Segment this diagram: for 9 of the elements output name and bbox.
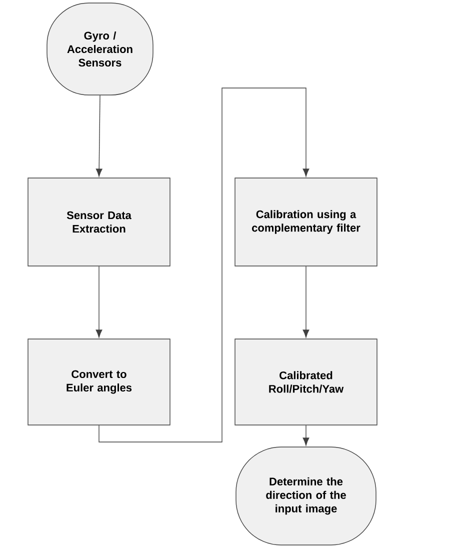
process-box: Sensor Data Extraction [28,178,170,266]
arrow [96,95,102,177]
arrow [302,266,310,338]
arrow [96,266,102,338]
process-box: Convert to Euler angles [28,338,170,426]
arrow [98,88,310,442]
arrow [302,425,310,446]
process-box: Calibrated Roll/Pitch/Yaw [234,338,378,426]
process-box: Calibration using a complementary filter [234,178,378,266]
